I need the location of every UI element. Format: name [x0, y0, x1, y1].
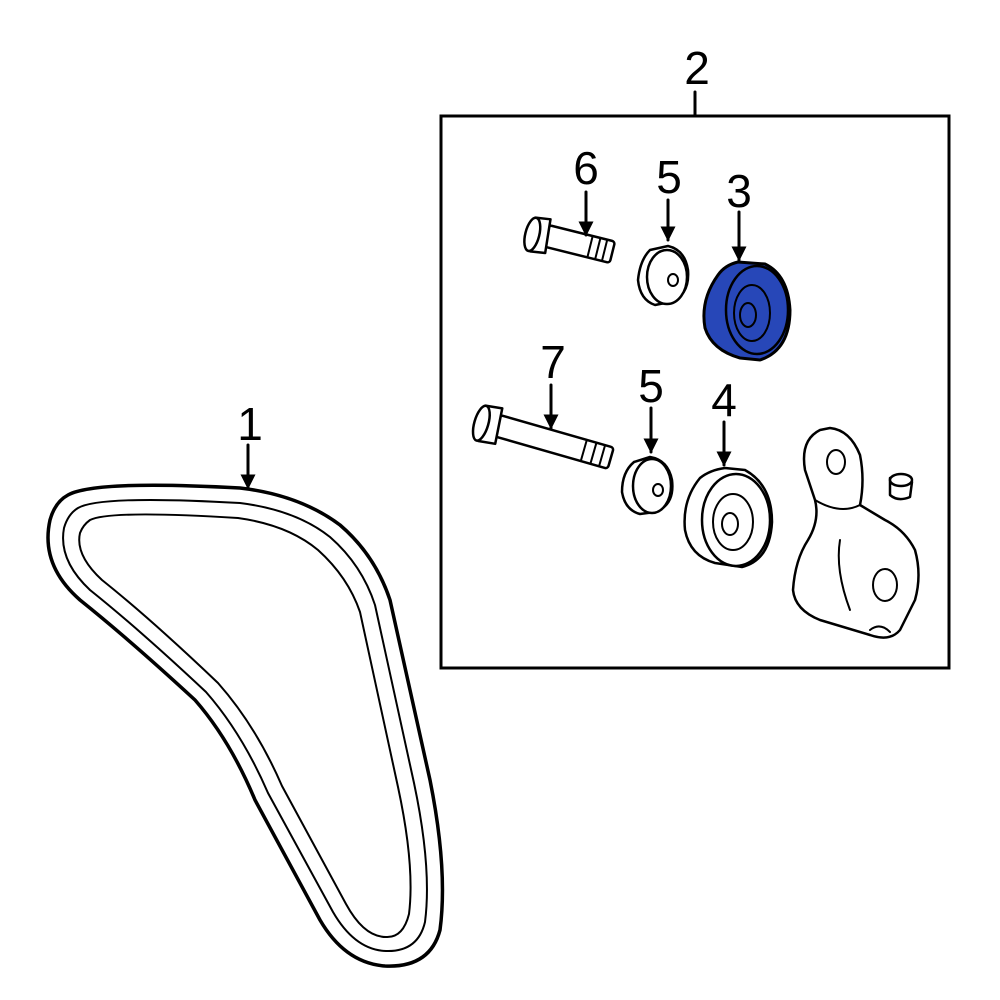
callout-4[interactable]: 4 [711, 374, 737, 426]
serpentine-belt[interactable] [46, 483, 445, 968]
bracket-pin [888, 472, 914, 501]
callout-7[interactable]: 7 [540, 336, 566, 388]
lower-bolt[interactable] [470, 402, 616, 477]
callout-3[interactable]: 3 [726, 165, 752, 217]
tensioner-pulley[interactable] [683, 466, 774, 569]
dust-cap-upper[interactable] [636, 244, 690, 307]
callout-labels: 1 2 3 4 5 5 6 7 [237, 42, 752, 450]
dust-cap-lower[interactable] [620, 455, 674, 516]
callout-6[interactable]: 6 [573, 142, 599, 194]
upper-bolt[interactable] [521, 214, 616, 270]
callout-1[interactable]: 1 [237, 398, 263, 450]
tensioner-bracket[interactable] [791, 426, 920, 639]
callout-5-upper[interactable]: 5 [656, 151, 682, 203]
callout-arrows [240, 190, 747, 490]
callout-2[interactable]: 2 [684, 42, 710, 94]
idler-pulley[interactable] [702, 260, 792, 362]
callout-5-lower[interactable]: 5 [638, 360, 664, 412]
